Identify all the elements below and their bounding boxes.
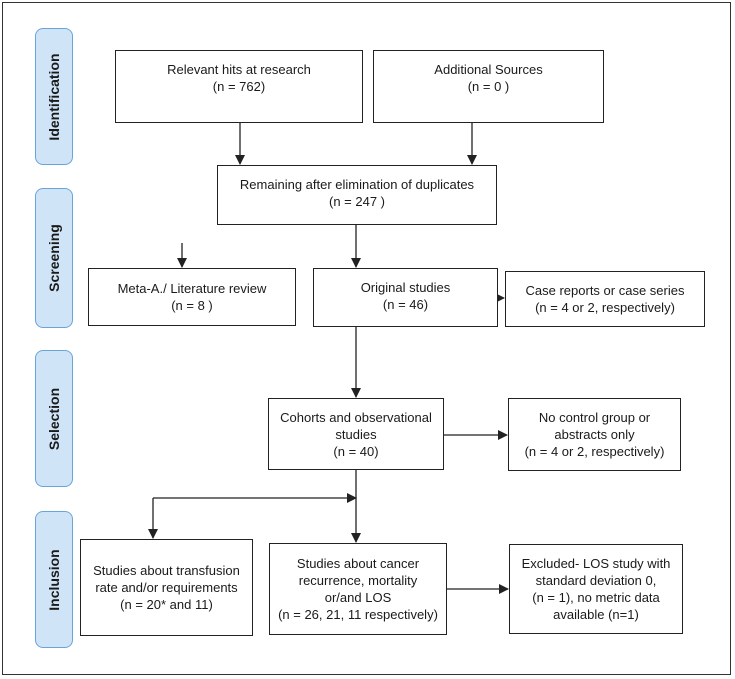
box-excluded-line1: Excluded- LOS study with	[521, 556, 671, 571]
box-cohorts-line2: studies	[335, 426, 377, 442]
box-remaining: Remaining after elimination of duplicate…	[217, 165, 497, 225]
box-excluded: Excluded- LOS study with standard deviat…	[509, 544, 683, 634]
stage-inclusion: Inclusion	[35, 511, 73, 648]
box-cohorts-line1: Cohorts and observational	[280, 409, 432, 425]
box-meta-analysis-count: (n = 8 )	[171, 298, 213, 313]
box-original-studies: Original studies (n = 46)	[313, 268, 498, 327]
box-remaining-title: Remaining after elimination of duplicate…	[239, 177, 475, 192]
box-additional-sources-count: (n = 0 )	[467, 79, 510, 94]
box-cancer-count: (n = 26, 21, 11 respectively)	[278, 607, 438, 622]
box-cohorts: Cohorts and observational studies (n = 4…	[268, 398, 444, 470]
box-transfusion: Studies about transfusion rate and/or re…	[80, 539, 253, 636]
box-transfusion-count: (n = 20* and 11)	[120, 597, 213, 612]
box-cancer-line3: or/and LOS	[324, 590, 392, 605]
stage-selection: Selection	[35, 350, 73, 487]
box-excluded-line2: standard deviation 0,	[535, 573, 657, 588]
box-cancer-line2: recurrence, mortality	[298, 573, 418, 588]
box-case-reports: Case reports or case series (n = 4 or 2,…	[505, 271, 705, 327]
box-no-control-count: (n = 4 or 2, respectively)	[524, 444, 665, 459]
stage-screening: Screening	[35, 188, 73, 328]
box-original-studies-title: Original studies	[360, 280, 451, 295]
box-relevant-hits: Relevant hits at research (n = 762)	[115, 50, 363, 123]
box-excluded-line4: available (n=1)	[553, 607, 639, 622]
box-additional-sources: Additional Sources (n = 0 )	[373, 50, 604, 123]
box-original-studies-count: (n = 46)	[382, 297, 429, 312]
box-cancer: Studies about cancer recurrence, mortali…	[269, 543, 447, 635]
box-case-reports-count: (n = 4 or 2, respectively)	[535, 300, 675, 315]
box-cohorts-count: (n = 40)	[333, 443, 379, 459]
box-no-control-line1: No control group or	[538, 410, 651, 425]
box-remaining-count: (n = 247 )	[328, 194, 385, 209]
box-transfusion-line1: Studies about transfusion	[93, 563, 240, 578]
box-additional-sources-title: Additional Sources	[434, 62, 543, 77]
box-cancer-line1: Studies about cancer	[296, 556, 420, 571]
box-no-control: No control group or abstracts only (n = …	[508, 398, 681, 471]
stage-identification: Identification	[35, 28, 73, 165]
box-case-reports-title: Case reports or case series	[525, 283, 685, 298]
box-transfusion-line2: rate and/or requirements	[95, 580, 238, 595]
box-no-control-line2: abstracts only	[554, 427, 635, 442]
box-excluded-line3: (n = 1), no metric data	[532, 590, 660, 605]
box-relevant-hits-count: (n = 762)	[212, 79, 266, 94]
box-meta-analysis-title: Meta-A./ Literature review	[117, 281, 267, 296]
box-relevant-hits-title: Relevant hits at research	[167, 62, 311, 77]
box-meta-analysis: Meta-A./ Literature review (n = 8 )	[88, 268, 296, 326]
